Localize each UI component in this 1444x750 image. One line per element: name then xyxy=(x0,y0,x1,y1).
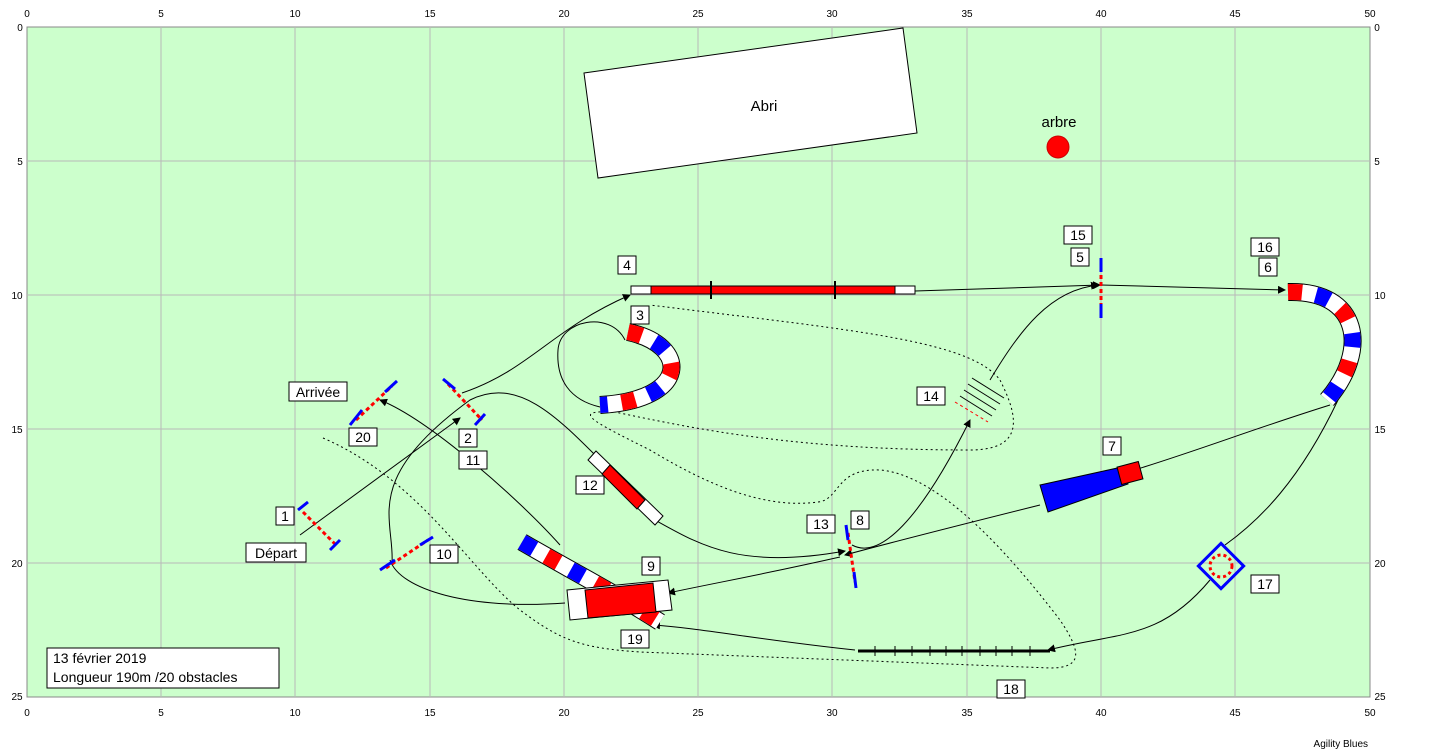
y-tick: 0 xyxy=(17,23,23,34)
finish-label: Arrivée xyxy=(296,384,341,400)
y-tick: 5 xyxy=(1374,157,1380,168)
y-tick: 20 xyxy=(11,559,23,570)
label-17: 17 xyxy=(1257,576,1273,592)
label-1: 1 xyxy=(281,508,289,524)
y-tick: 10 xyxy=(11,291,23,302)
label-12: 12 xyxy=(582,477,598,493)
seesaw-12 xyxy=(587,450,664,526)
label-18: 18 xyxy=(1003,681,1019,697)
x-tick: 25 xyxy=(692,9,704,20)
label-7: 7 xyxy=(1108,438,1116,454)
y-tick: 20 xyxy=(1374,559,1386,570)
x-tick: 5 xyxy=(158,9,164,20)
x-tick: 0 xyxy=(24,708,30,719)
x-tick: 35 xyxy=(961,9,973,20)
x-tick: 45 xyxy=(1229,708,1241,719)
shelter-label: Abri xyxy=(751,98,778,115)
y-axis-left: 0 5 10 15 20 25 xyxy=(11,23,23,703)
label-8: 8 xyxy=(856,512,864,528)
y-tick: 15 xyxy=(11,425,23,436)
course-date: 13 février 2019 xyxy=(53,650,147,666)
tree-icon xyxy=(1046,135,1070,159)
x-tick: 0 xyxy=(24,9,30,20)
y-tick: 10 xyxy=(1374,291,1386,302)
table-9 xyxy=(566,579,673,621)
x-tick: 20 xyxy=(558,708,570,719)
y-tick: 15 xyxy=(1374,425,1386,436)
info-box xyxy=(46,647,280,689)
dog-path xyxy=(299,281,1339,653)
x-tick: 30 xyxy=(826,9,838,20)
jump-20 xyxy=(348,379,399,426)
label-4: 4 xyxy=(623,257,631,273)
tunnel-3 xyxy=(599,323,681,414)
chute-7 xyxy=(1039,460,1144,513)
x-axis-top: 0 5 10 15 20 25 30 35 40 45 50 xyxy=(24,9,1376,20)
obstacle-labels: 1 2 11 3 4 15 5 16 6 7 8 13 9 10 12 14 1 xyxy=(275,225,1280,699)
course-length: Longueur 190m /20 obstacles xyxy=(53,669,237,685)
tree-label: arbre xyxy=(1041,114,1076,131)
label-19: 19 xyxy=(627,631,643,647)
y-tick: 0 xyxy=(1374,23,1380,34)
dogwalk-4 xyxy=(630,281,916,299)
label-9: 9 xyxy=(647,558,655,574)
jump-8 xyxy=(844,524,858,589)
x-tick: 35 xyxy=(961,708,973,719)
jump-1 xyxy=(297,500,342,552)
x-tick: 40 xyxy=(1095,9,1107,20)
x-tick: 10 xyxy=(289,708,301,719)
handler-path xyxy=(322,304,1077,669)
label-10: 10 xyxy=(436,546,452,562)
x-tick: 30 xyxy=(826,708,838,719)
label-16: 16 xyxy=(1257,239,1273,255)
label-20: 20 xyxy=(355,429,371,445)
longjump-18 xyxy=(858,646,1050,656)
tunnel-6 xyxy=(1287,282,1362,406)
label-5: 5 xyxy=(1076,249,1084,265)
x-tick: 5 xyxy=(158,708,164,719)
label-13: 13 xyxy=(813,516,829,532)
x-tick: 50 xyxy=(1364,708,1376,719)
y-tick: 5 xyxy=(17,157,23,168)
label-14: 14 xyxy=(923,388,939,404)
slalom-14 xyxy=(954,377,1005,423)
label-11: 11 xyxy=(466,452,481,468)
x-tick: 40 xyxy=(1095,708,1107,719)
x-tick: 45 xyxy=(1229,9,1241,20)
x-tick: 50 xyxy=(1364,9,1376,20)
shelter xyxy=(583,27,918,179)
x-tick: 20 xyxy=(558,9,570,20)
credit-label: Agility Blues xyxy=(1314,739,1368,750)
x-axis-bottom: 0 5 10 15 20 25 30 35 40 45 50 xyxy=(24,708,1376,719)
label-2: 2 xyxy=(464,430,472,446)
x-tick: 10 xyxy=(289,9,301,20)
y-tick: 25 xyxy=(11,692,23,703)
label-15: 15 xyxy=(1070,227,1086,243)
tire-17 xyxy=(1196,541,1246,591)
label-6: 6 xyxy=(1264,259,1272,275)
start-label: Départ xyxy=(255,545,297,561)
x-tick: 15 xyxy=(424,708,436,719)
x-tick: 15 xyxy=(424,9,436,20)
jump-2 xyxy=(442,377,487,427)
jump-10 xyxy=(379,535,434,572)
y-axis-right: 0 5 10 15 20 25 xyxy=(1374,23,1386,703)
y-tick: 25 xyxy=(1374,692,1386,703)
label-3: 3 xyxy=(636,307,644,323)
x-tick: 25 xyxy=(692,708,704,719)
